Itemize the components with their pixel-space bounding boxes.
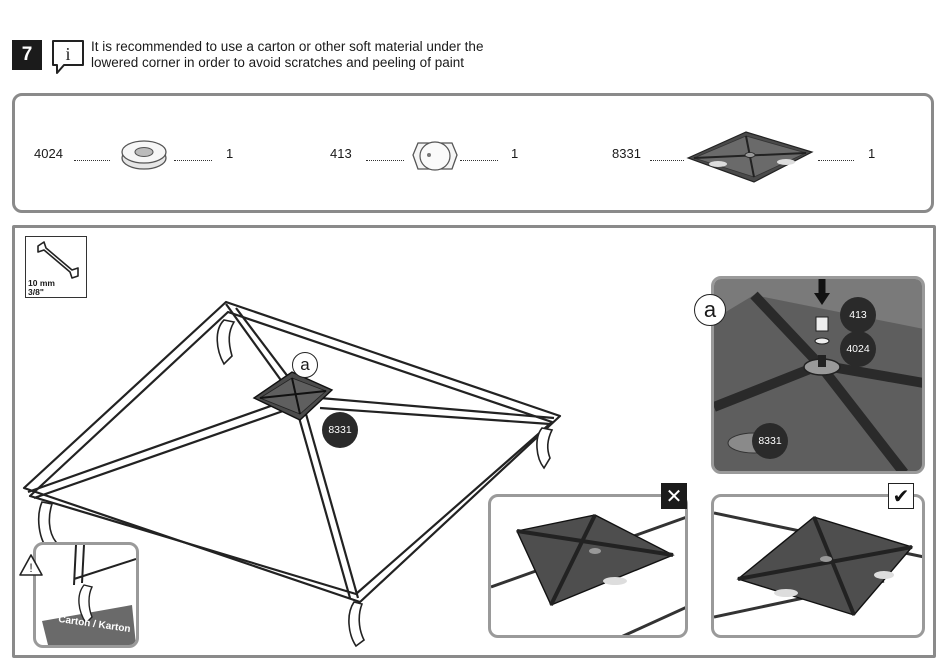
- leader-dots: [818, 160, 854, 161]
- corner-cap-part-image: [684, 128, 816, 184]
- part-qty-413: 1: [511, 146, 518, 161]
- leader-dots: [174, 160, 212, 161]
- warning-triangle-icon: !: [18, 553, 44, 577]
- note-line-2: lowered corner in order to avoid scratch…: [91, 55, 511, 71]
- detail-a-callout: 413 4024 8331: [711, 276, 925, 474]
- svg-text:i: i: [65, 44, 70, 64]
- detail-a-drawing: [714, 279, 924, 473]
- incorrect-placement-drawing: [491, 497, 687, 637]
- part-qty-8331: 1: [868, 146, 875, 161]
- note-line-1: It is recommended to use a carton or oth…: [91, 39, 511, 55]
- part-id-4024: 4024: [34, 146, 63, 161]
- part-badge-8331: 8331: [322, 412, 358, 448]
- step-number-badge: 7: [12, 40, 42, 70]
- instruction-note: It is recommended to use a carton or oth…: [91, 39, 511, 71]
- part-badge-4024: 4024: [840, 331, 876, 367]
- wrench-icon: [32, 240, 82, 280]
- incorrect-placement-callout: [488, 494, 688, 638]
- part-qty-4024: 1: [226, 146, 233, 161]
- leader-dots: [74, 160, 110, 161]
- part-badge-413: 413: [840, 297, 876, 333]
- correct-check-icon: ✔: [888, 483, 914, 509]
- part-badge-8331-detail: 8331: [752, 423, 788, 459]
- detail-a-label: a: [694, 294, 726, 326]
- part-id-8331: 8331: [612, 146, 641, 161]
- leader-dots: [650, 160, 684, 161]
- cap-nut-part-image: [410, 133, 460, 179]
- info-icon: i: [50, 38, 86, 76]
- warning-carton-callout: Carton / Karton: [33, 542, 139, 648]
- leader-dots: [366, 160, 404, 161]
- correct-placement-drawing: [714, 497, 924, 637]
- incorrect-x-icon: ✕: [661, 483, 687, 509]
- part-id-413: 413: [330, 146, 352, 161]
- detail-a-marker: a: [292, 352, 318, 378]
- correct-placement-callout: [711, 494, 925, 638]
- svg-text:!: !: [29, 561, 32, 575]
- leader-dots: [460, 160, 498, 161]
- washer-part-image: [118, 136, 170, 172]
